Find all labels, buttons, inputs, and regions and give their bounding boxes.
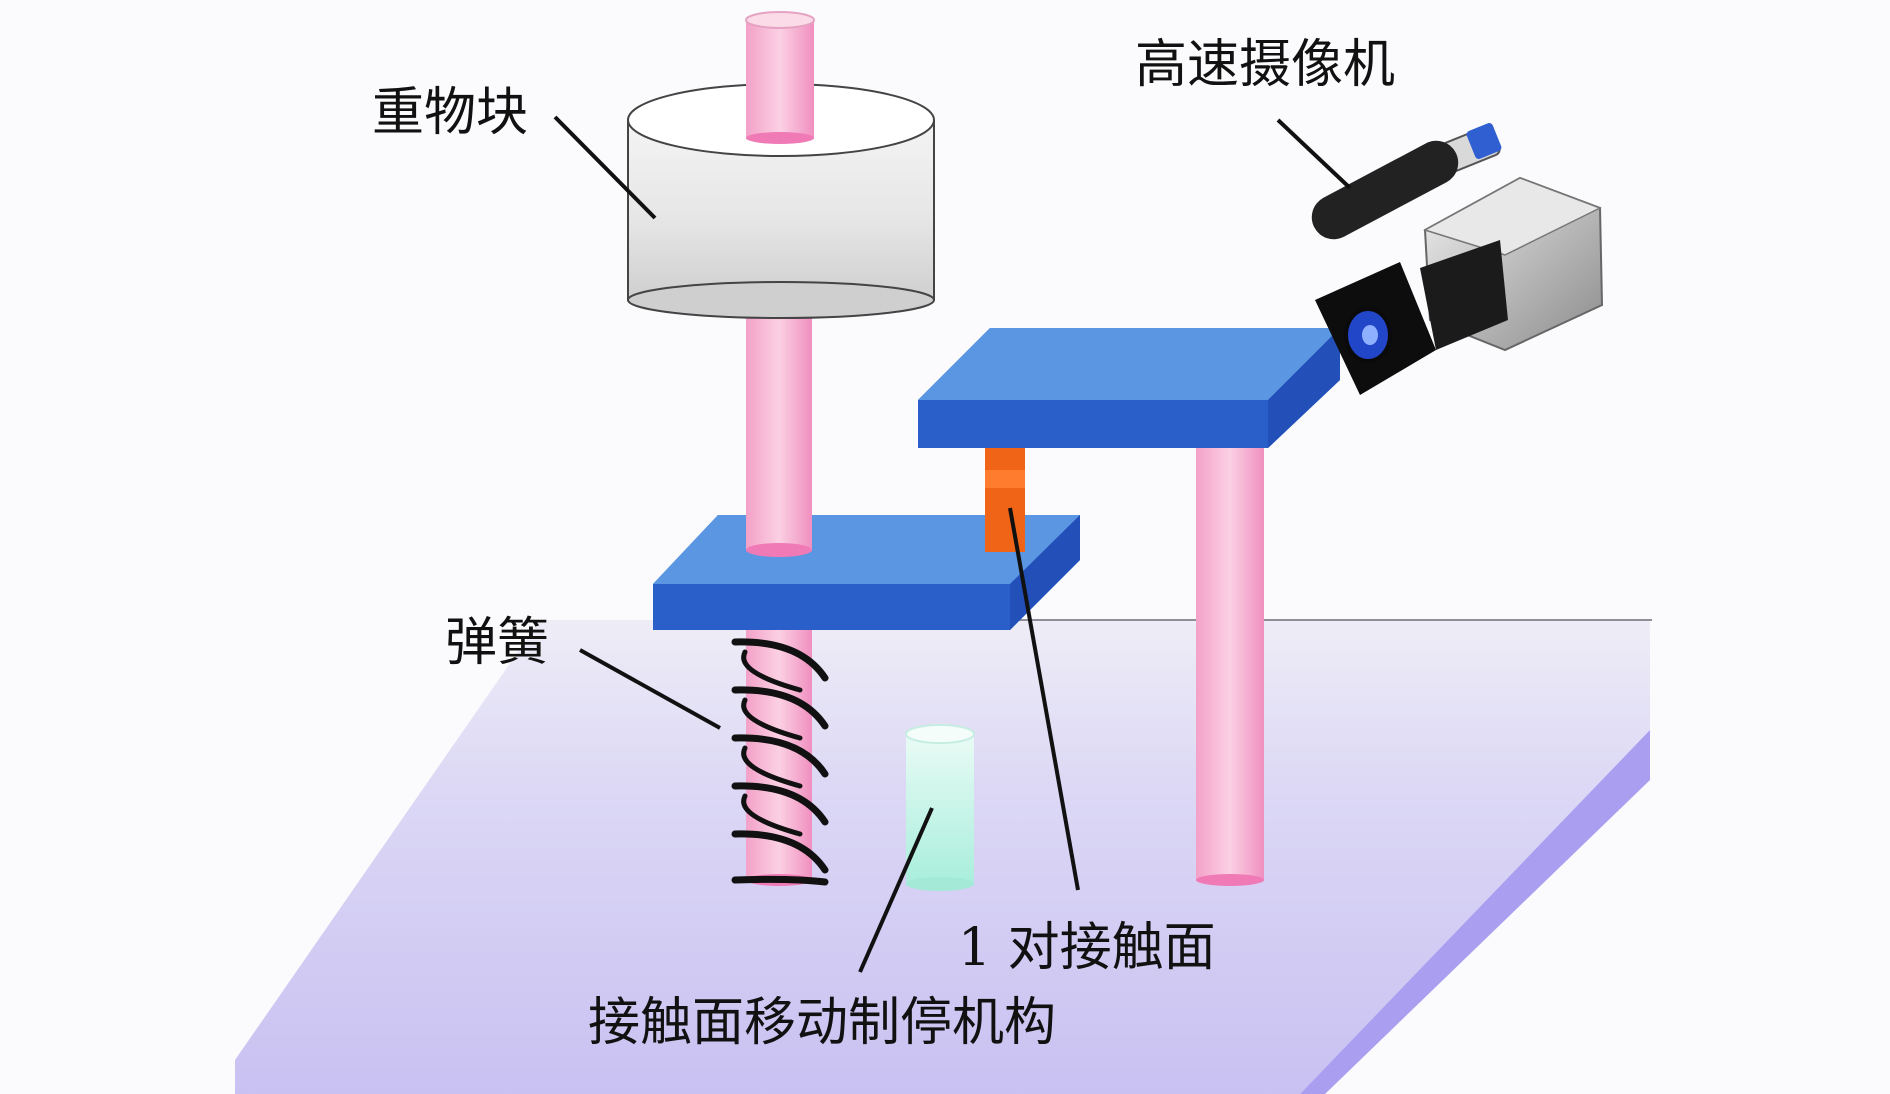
contact-block: [985, 448, 1025, 552]
leader-camera: [1276, 118, 1352, 190]
weight-block: [627, 83, 935, 319]
leader-spring: [579, 648, 721, 730]
label-stop-mechanism: 接触面移动制停机构: [588, 993, 1056, 1053]
table-front-edge: [1300, 730, 1650, 1094]
label-weight-block: 重物块: [372, 83, 528, 143]
guide-rod: [746, 300, 812, 557]
leader-stop-mechanism: [858, 807, 934, 973]
leader-contact: [1008, 507, 1080, 891]
label-contact-pair: 1 对接触面: [958, 918, 1216, 978]
right-support-leg: [1196, 440, 1264, 886]
label-spring: 弹簧: [445, 613, 549, 673]
leader-lines: [553, 115, 1352, 973]
upper-plate: [918, 328, 1340, 448]
stop-mechanism-cylinder: [905, 724, 975, 891]
spring-coil: [731, 638, 829, 886]
high-speed-camera-icon: [1311, 123, 1604, 395]
label-high-speed-camera: 高速摄像机: [1135, 35, 1395, 95]
leader-weight-block: [553, 115, 657, 220]
top-rod: [745, 11, 815, 144]
